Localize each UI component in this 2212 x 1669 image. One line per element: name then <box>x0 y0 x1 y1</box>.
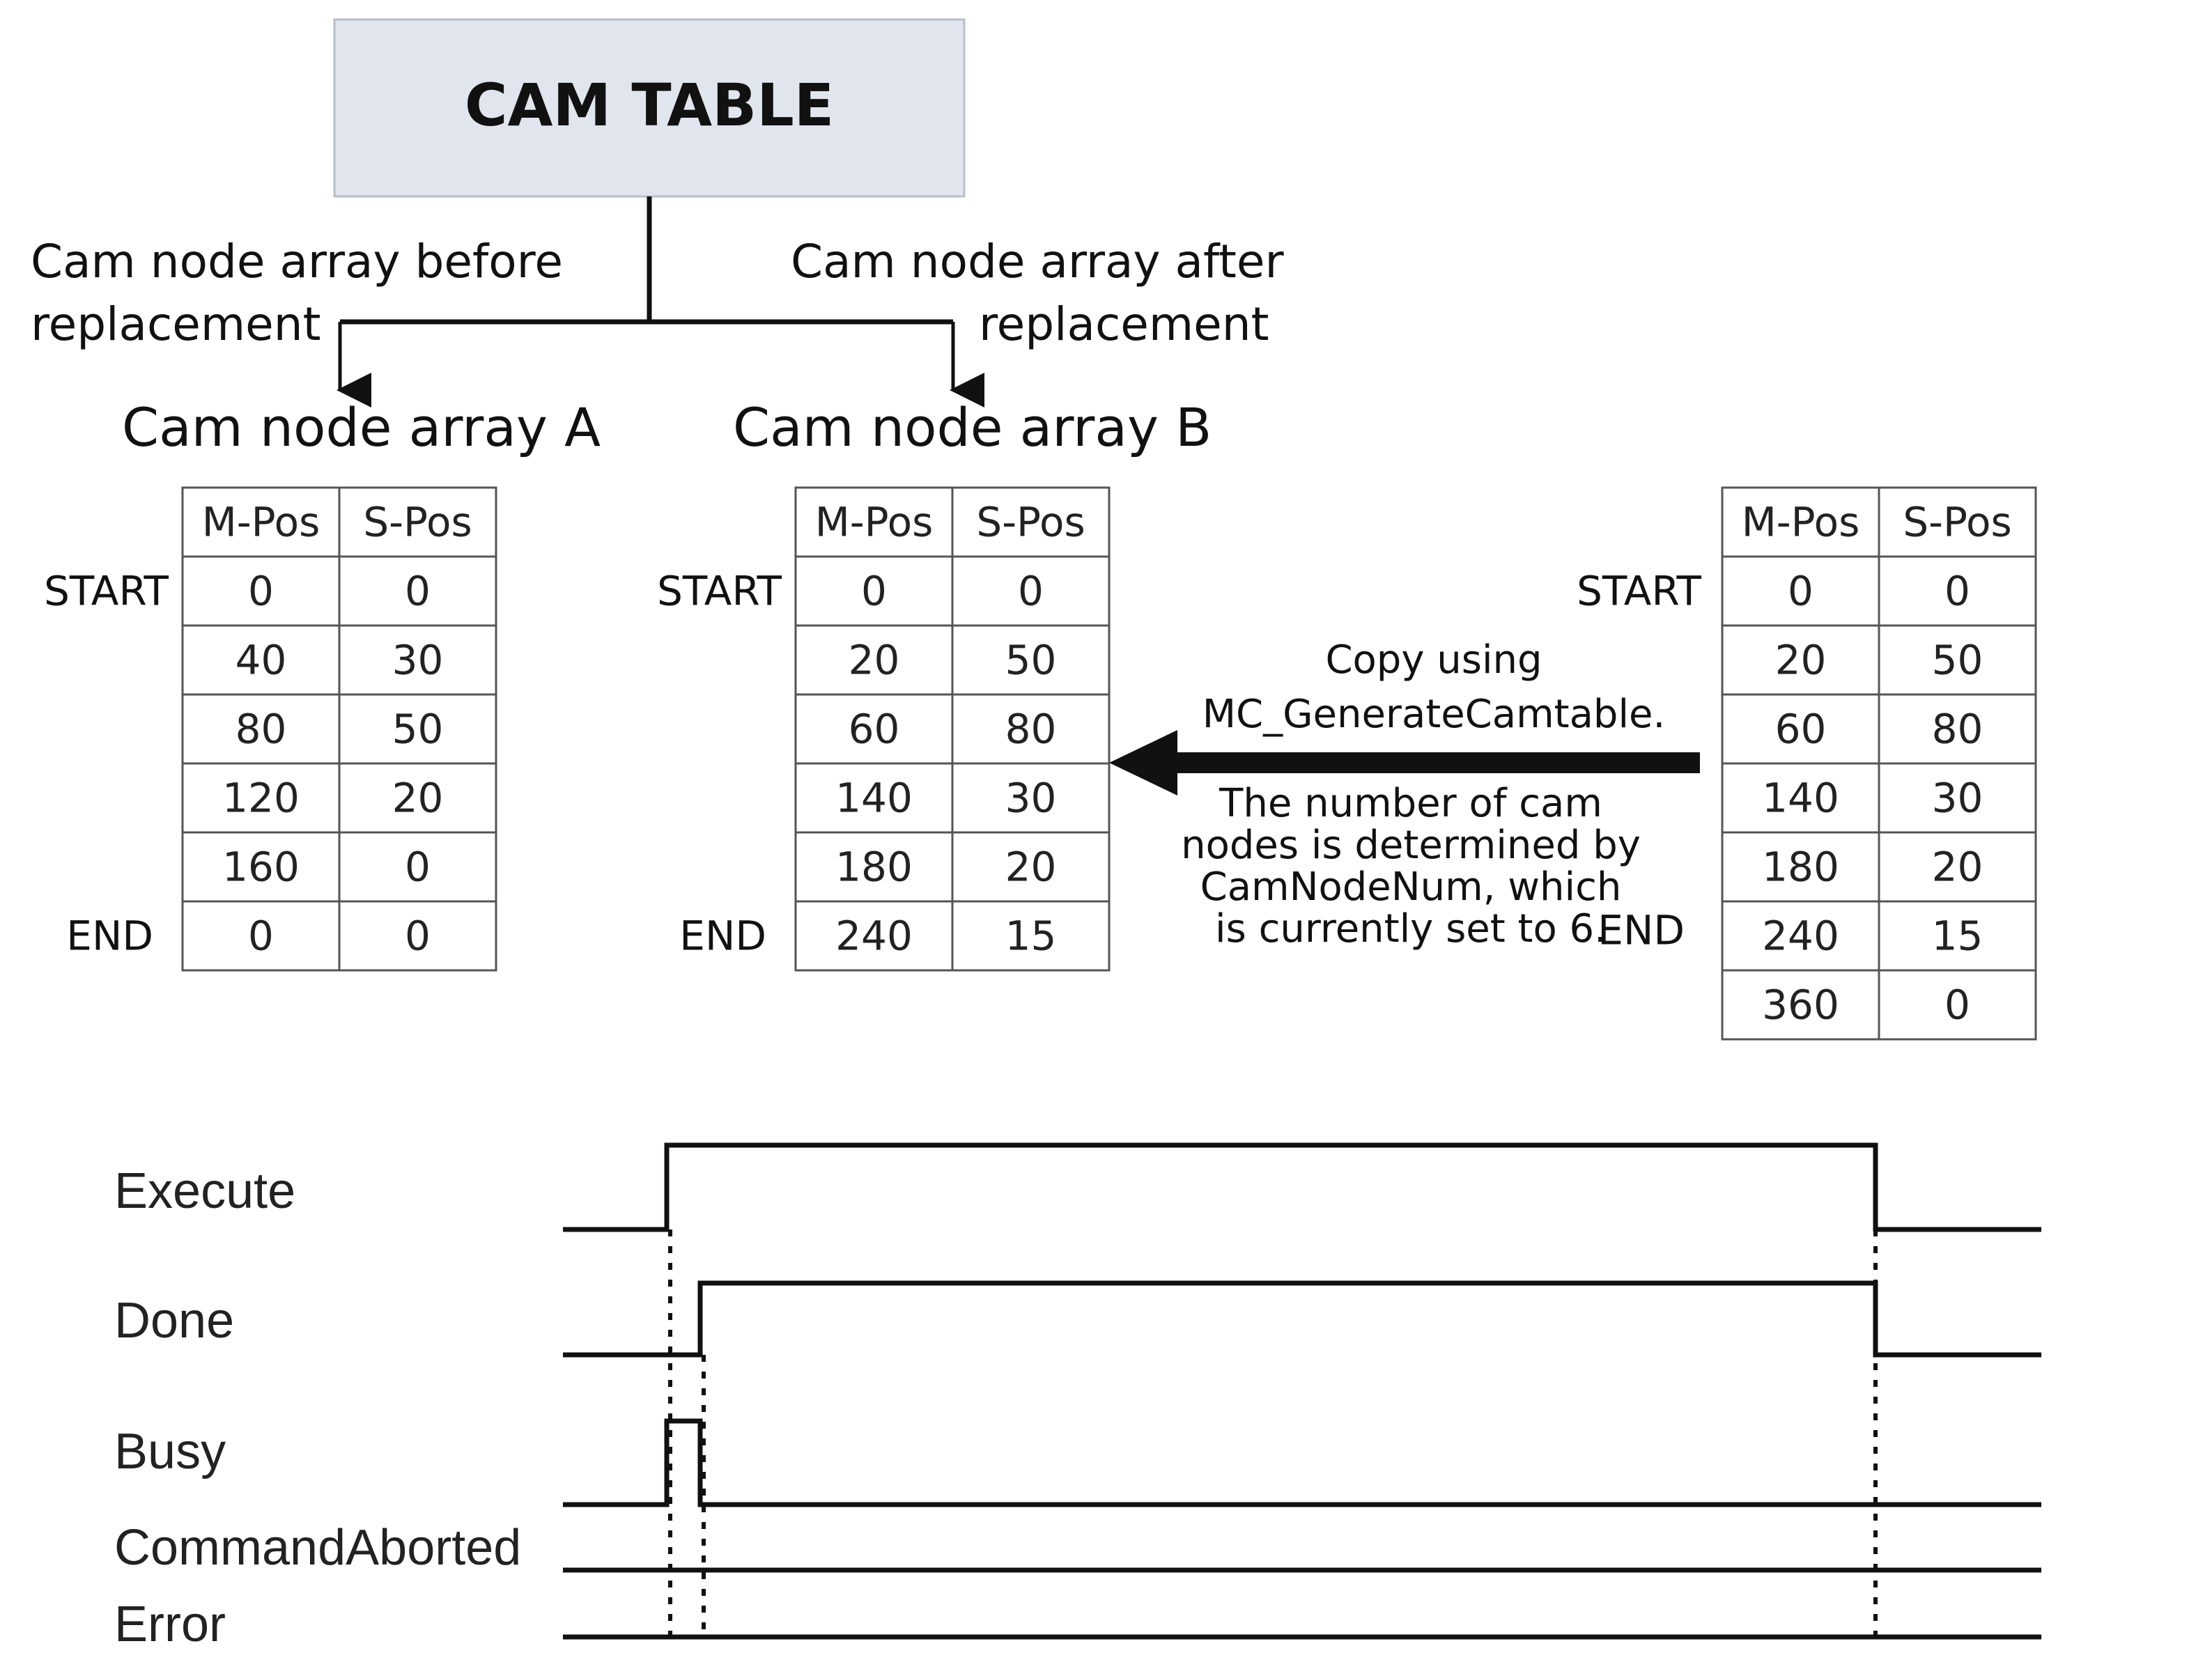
array-b-cell: 0 <box>1018 568 1044 615</box>
array-a-cell: 0 <box>248 568 274 615</box>
signal-label-error: Error <box>114 1597 226 1652</box>
array-b-cell: 20 <box>1005 844 1057 891</box>
array-b-cell: 30 <box>1005 775 1057 822</box>
array-b-cell: 0 <box>861 568 887 615</box>
branch-left-label-line2: replacement <box>31 297 320 351</box>
array-src-header: S-Pos <box>1903 499 2011 546</box>
array-b-cell: 20 <box>849 637 900 684</box>
array-a-cell: 0 <box>248 913 274 960</box>
copy-note-line2: MC_GenerateCamtable. <box>1202 692 1666 737</box>
array-src-cell: 20 <box>1932 844 1983 891</box>
count-note-line3: CamNodeNum, which <box>1200 864 1622 910</box>
array-src-header: M-Pos <box>1742 499 1860 546</box>
array-a-cell: 40 <box>235 637 287 684</box>
branch-right-label-line2: replacement <box>979 297 1269 351</box>
array-a-header: S-Pos <box>363 499 472 546</box>
array-a-header: M-Pos <box>202 499 320 546</box>
array-b-row-label: END <box>679 913 766 960</box>
count-note-line2: nodes is determined by <box>1181 823 1641 868</box>
array-src-cell: 240 <box>1762 913 1839 960</box>
array-b-cell: 240 <box>835 913 913 960</box>
array-b-cell: 180 <box>835 844 913 891</box>
cam-node-table-b: M-Pos S-Pos 0 0 START 20 50 60 80 140 30 180 20 240 15… <box>657 486 1111 972</box>
copy-note-line1: Copy using <box>1325 637 1542 683</box>
array-src-cell: 140 <box>1762 775 1839 822</box>
array-a-cell: 0 <box>405 913 431 960</box>
array-src-cell: 80 <box>1932 706 1983 753</box>
array-b-row-label: START <box>657 568 782 615</box>
signal-label-done: Done <box>114 1293 234 1349</box>
array-a-cell: 30 <box>392 637 444 684</box>
cam-table-title: CAM TABLE <box>465 71 834 139</box>
cam-node-table-source: M-Pos S-Pos 0 0 START 20 50 60 80 140 30 180 20 240 15… <box>1577 486 2037 1041</box>
array-a-cell: 20 <box>392 775 444 822</box>
array-src-cell: 20 <box>1775 637 1827 684</box>
timing-guides <box>668 1229 1878 1638</box>
array-b-header: M-Pos <box>815 499 934 546</box>
waveform-done <box>563 1280 2041 1358</box>
array-b-cell: 50 <box>1005 637 1057 684</box>
array-a-cell: 120 <box>222 775 300 822</box>
cam-table-box <box>333 18 966 198</box>
array-b-cell: 60 <box>849 706 900 753</box>
count-note-line1: The number of cam <box>1219 781 1602 826</box>
waveform-busy <box>563 1418 2041 1507</box>
array-b-title: Cam node array B <box>733 396 1212 458</box>
array-src-cell: 0 <box>1788 568 1813 615</box>
array-src-cell: 30 <box>1932 775 1983 822</box>
array-src-cell: 0 <box>1944 568 1970 615</box>
array-src-cell: 50 <box>1932 637 1983 684</box>
branch-right-label-line1: Cam node array after <box>791 235 1285 288</box>
array-b-header: S-Pos <box>976 499 1085 546</box>
array-src-cell: 180 <box>1762 844 1839 891</box>
signal-label-execute: Execute <box>114 1163 295 1219</box>
array-src-cell: 60 <box>1775 706 1827 753</box>
copy-arrow <box>1109 730 1700 795</box>
array-a-cell: 160 <box>222 844 300 891</box>
array-a-cell: 0 <box>405 568 431 615</box>
array-a-cell: 0 <box>405 844 431 891</box>
signal-label-commandaborted: CommandAborted <box>114 1520 521 1576</box>
branch-left-label-line1: Cam node array before <box>31 235 563 288</box>
branch-connector <box>337 196 984 407</box>
array-src-cell: 0 <box>1944 981 1970 1029</box>
waveform-execute <box>563 1142 2041 1232</box>
array-src-cell: 15 <box>1932 913 1983 960</box>
array-a-row-label: START <box>44 568 169 615</box>
array-b-cell: 80 <box>1005 706 1057 753</box>
array-src-cell: 360 <box>1762 981 1839 1029</box>
array-b-cell: 15 <box>1005 913 1057 960</box>
array-a-cell: 50 <box>392 706 444 753</box>
array-b-cell: 140 <box>835 775 913 822</box>
count-note-line4: is currently set to 6. <box>1215 906 1607 952</box>
array-src-row-label: START <box>1577 568 1701 615</box>
array-src-row-label: END <box>1598 907 1685 954</box>
array-a-title: Cam node array A <box>122 396 601 458</box>
array-a-cell: 80 <box>235 706 287 753</box>
signal-label-busy: Busy <box>114 1424 226 1480</box>
timing-waveforms <box>563 1142 2041 1640</box>
array-a-row-label: END <box>66 913 153 960</box>
